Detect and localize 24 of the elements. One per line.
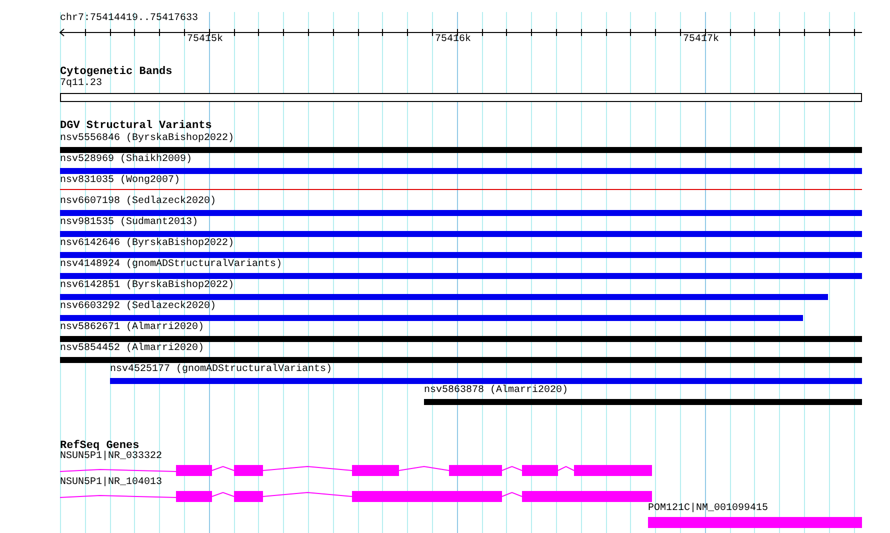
variant-label: nsv981535 (Sudmant2013) [60,217,198,228]
variant-label: nsv4525177 (gnomADStructuralVariants) [110,364,332,375]
track-title: DGV Structural Variants [60,121,212,132]
gene-label: NSUN5P1|NR_104013 [60,477,162,488]
position-label: chr7:75414419..75417633 [60,13,198,24]
variant-label: nsv831035 (Wong2007) [60,175,180,186]
track-title: Cytogenetic Bands [60,67,172,78]
gene-label: NSUN5P1|NR_033322 [60,451,162,462]
variant-label: nsv5863878 (Almarri2020) [424,385,568,396]
variant-label: nsv6607198 (Sedlazeck2020) [60,196,216,207]
variant-label: nsv528969 (Shaikh2009) [60,154,192,165]
variant-label: nsv4148924 (gnomADStructuralVariants) [60,259,282,270]
gene-label: POM121C|NM_001099415 [648,503,768,514]
tick-label: 75417k [683,34,719,45]
tick-label: 75416k [435,34,471,45]
tick-label: 75415k [187,34,223,45]
variant-label: nsv6603292 (Sedlazeck2020) [60,301,216,312]
variant-label: nsv5556846 (ByrskaBishop2022) [60,133,234,144]
track-title: RefSeq Genes [60,441,140,452]
band-label: 7q11.23 [60,78,102,89]
variant-label: nsv5862671 (Almarri2020) [60,322,204,333]
variant-label: nsv5854452 (Almarri2020) [60,343,204,354]
variant-label: nsv6142851 (ByrskaBishop2022) [60,280,234,291]
variant-label: nsv6142646 (ByrskaBishop2022) [60,238,234,249]
